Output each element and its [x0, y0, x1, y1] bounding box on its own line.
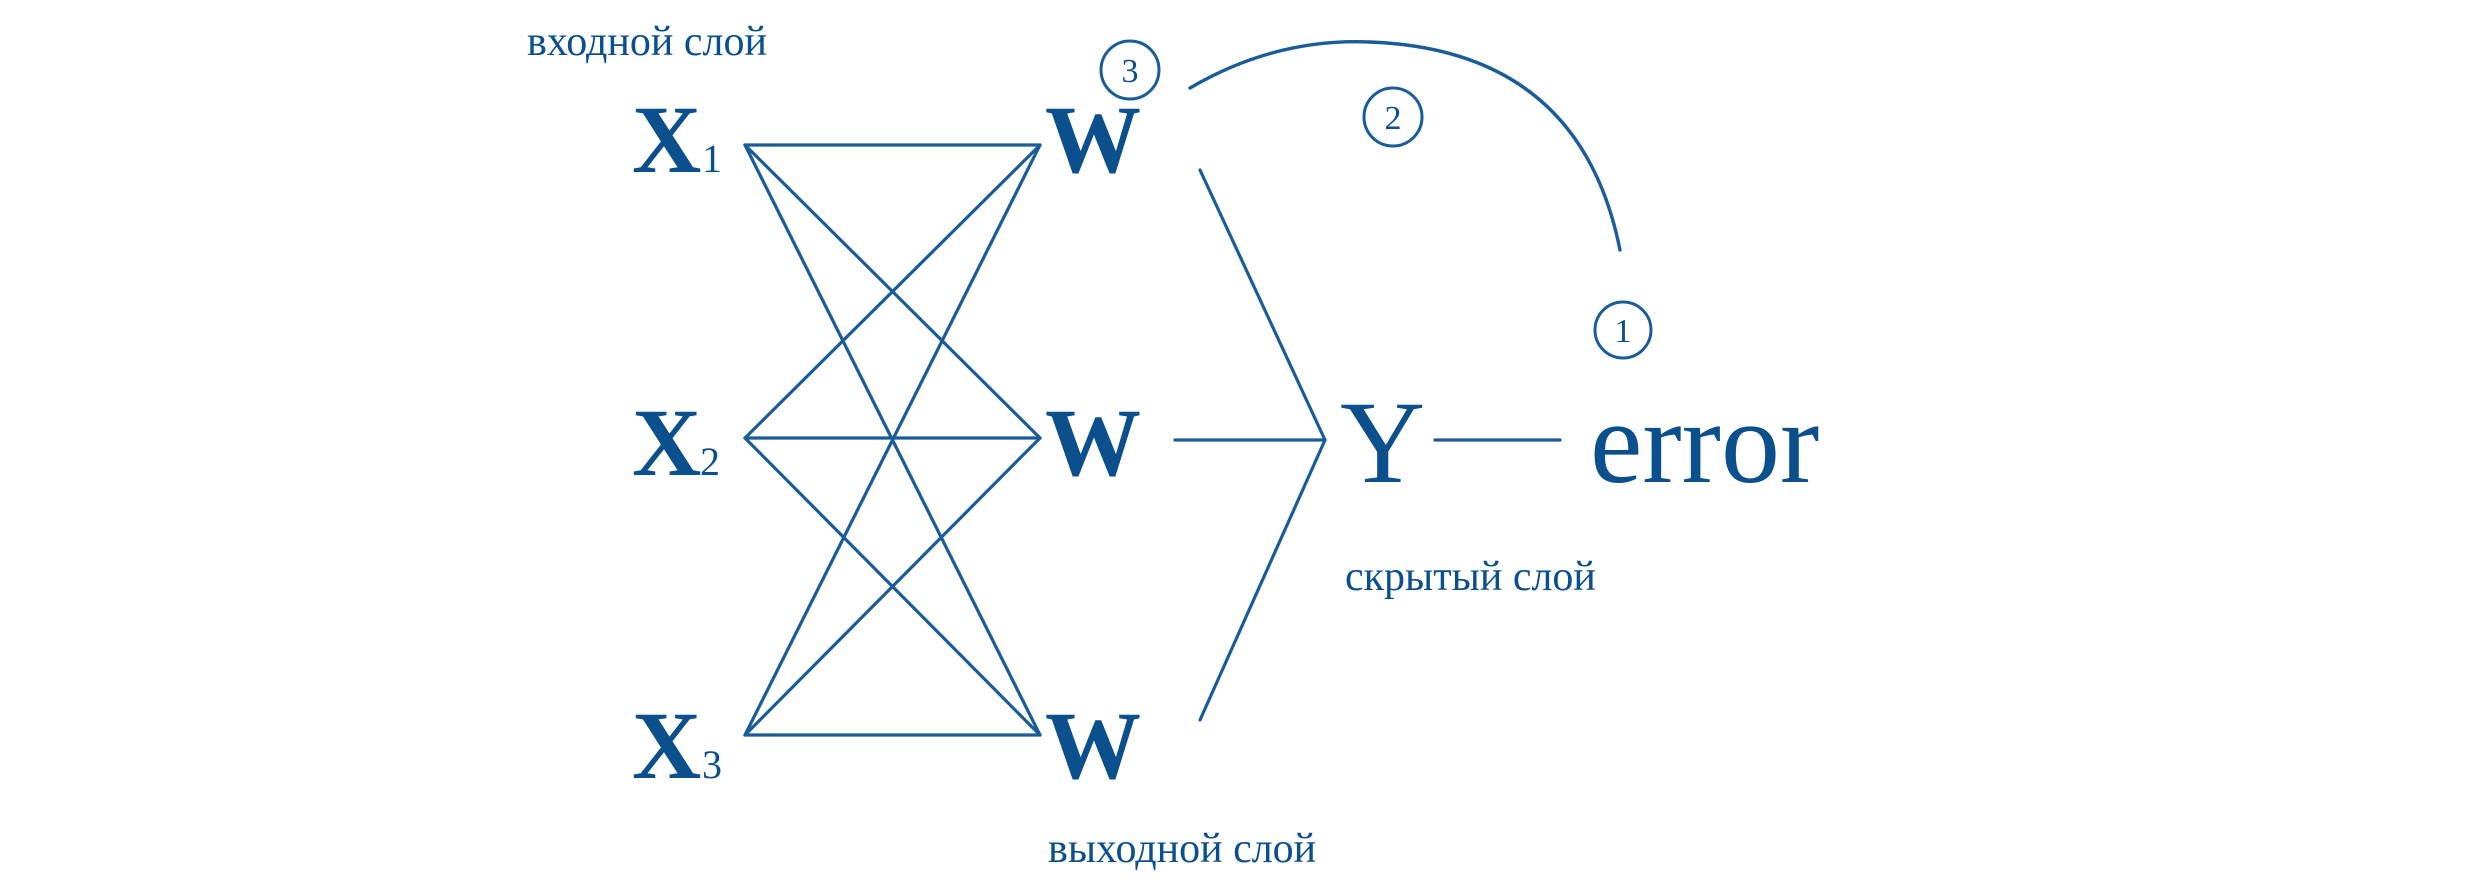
- x3-index: 3: [702, 742, 722, 787]
- edge-w3-y: [1198, 438, 1327, 722]
- output-node-y: Y: [1340, 377, 1425, 508]
- edge-x3-w1: [743, 143, 1042, 737]
- step-marker-3: 3: [1099, 39, 1161, 101]
- step-3-circle: [1099, 39, 1161, 101]
- weight-node-w2: W: [1045, 389, 1141, 496]
- step-marker-2: 2: [1362, 86, 1424, 148]
- input-node-x2: X 2: [632, 389, 720, 496]
- hidden-layer-label: скрытый слой: [1345, 554, 1596, 600]
- weight-node-w3: W: [1045, 692, 1141, 799]
- step-3-number: 3: [1122, 53, 1139, 90]
- weight-node-w1: W: [1045, 86, 1141, 193]
- edge-x2-w1: [743, 143, 1042, 440]
- step-1-circle: [1593, 300, 1653, 360]
- step-1-number: 1: [1615, 313, 1632, 350]
- input-node-x3: X 3: [632, 692, 722, 799]
- error-node: error: [1590, 377, 1819, 508]
- x3-symbol: X: [632, 692, 701, 799]
- weight-output-connections: [1173, 168, 1327, 722]
- input-node-x1: X 1: [632, 86, 722, 193]
- input-weight-connections: [743, 143, 1042, 737]
- x2-index: 2: [700, 439, 720, 484]
- step-marker-1: 1: [1593, 300, 1653, 360]
- x2-symbol: X: [632, 389, 701, 496]
- backprop-arc: [1188, 40, 1622, 252]
- step-2-circle: [1362, 86, 1424, 148]
- edge-w1-y: [1198, 168, 1327, 442]
- edge-x3-w2: [743, 436, 1042, 737]
- x1-symbol: X: [632, 86, 701, 193]
- step-2-number: 2: [1385, 100, 1402, 137]
- output-layer-label: выходной слой: [1048, 826, 1316, 872]
- x1-index: 1: [702, 136, 722, 181]
- input-layer-label: входной слой: [527, 19, 767, 65]
